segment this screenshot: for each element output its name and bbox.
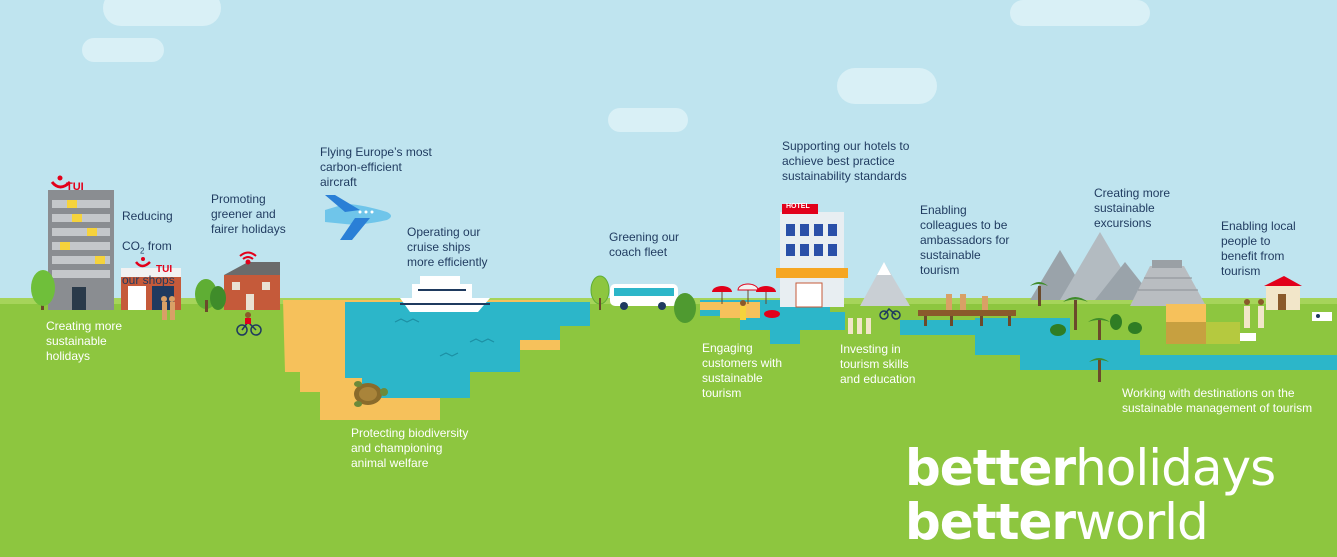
- house-icon: [224, 262, 280, 310]
- people-icon: [848, 318, 871, 334]
- sea-water: [345, 302, 590, 398]
- label-excursions: Creating more sustainable excursions: [1094, 186, 1171, 230]
- slogan-line-2: betterworld: [905, 493, 1209, 551]
- label-coach: Greening our coach fleet: [609, 230, 680, 259]
- pier-icon: [918, 294, 1016, 326]
- slogan-line2-bold: better: [905, 493, 1076, 551]
- beach-umbrellas-icon: [712, 283, 780, 320]
- tui-logo-icon: [50, 175, 72, 189]
- wifi-icon: [239, 251, 257, 265]
- label-promoting: Promoting greener and fairer holidays: [211, 192, 286, 236]
- cow-icon: [1240, 312, 1332, 341]
- hotel-sign: HOTEL: [786, 203, 810, 210]
- tui-shop-sign: TUI: [156, 264, 173, 275]
- cyclist-icon: [879, 307, 901, 320]
- tree-icon: [590, 275, 696, 323]
- label-biodiversity: Protecting biodiversity and championing …: [351, 426, 469, 470]
- tree-icon: [195, 279, 226, 312]
- hotel-building-icon: [776, 204, 848, 308]
- label-engaging: Engaging customers with sustainable tour…: [702, 341, 783, 400]
- label-reducing-line3: our shops: [122, 273, 175, 288]
- label-flying: Flying Europe’s most carbon-efficient ai…: [320, 145, 432, 189]
- label-colleagues: Enabling colleagues to be ambassadors fo…: [920, 203, 1010, 277]
- tui-brand-sign: TUI: [66, 181, 84, 193]
- slogan-line1-thin: holidays: [1075, 439, 1276, 497]
- tui-office-building: [48, 190, 114, 310]
- label-investing: Investing in tourism skills and educatio…: [840, 342, 916, 386]
- label-hotels: Supporting our hotels to achieve best pr…: [782, 139, 910, 183]
- label-reducing-co: CO: [122, 239, 140, 253]
- airplane-icon: [325, 195, 391, 240]
- label-reducing-co2: Reducing CO2 from our shops: [122, 194, 175, 288]
- mountains-icon: [860, 262, 910, 306]
- cruise-ship-icon: [400, 276, 490, 312]
- mayan-pyramid-icon: [1130, 260, 1206, 306]
- slogan-line2-thin: world: [1075, 493, 1209, 551]
- clouds: [82, 0, 1150, 132]
- tree-icon: [31, 270, 55, 310]
- label-local: Enabling local people to benefit from to…: [1221, 219, 1296, 278]
- sea-turtle-icon: [354, 381, 388, 407]
- people-icon: [1244, 299, 1264, 328]
- label-cruise: Operating our cruise ships more efficien…: [407, 225, 488, 269]
- label-reducing-line1: Reducing: [122, 209, 173, 223]
- sky: [0, 0, 1337, 310]
- label-reducing-from: from: [144, 239, 172, 253]
- people-icon: [161, 296, 175, 320]
- cyclist-icon: [236, 312, 262, 336]
- label-destinations: Working with destinations on the sustain…: [1122, 386, 1313, 415]
- slogan-line1-bold: better: [905, 439, 1076, 497]
- local-house-icon: [1264, 276, 1302, 310]
- palm-trees-icon: [1030, 282, 1142, 382]
- coach-bus-icon: [610, 284, 678, 310]
- slogan-line-1: betterholidays: [905, 439, 1276, 497]
- label-reducing-sub: 2: [140, 246, 145, 256]
- label-creating-holidays: Creating more sustainable holidays: [46, 319, 123, 363]
